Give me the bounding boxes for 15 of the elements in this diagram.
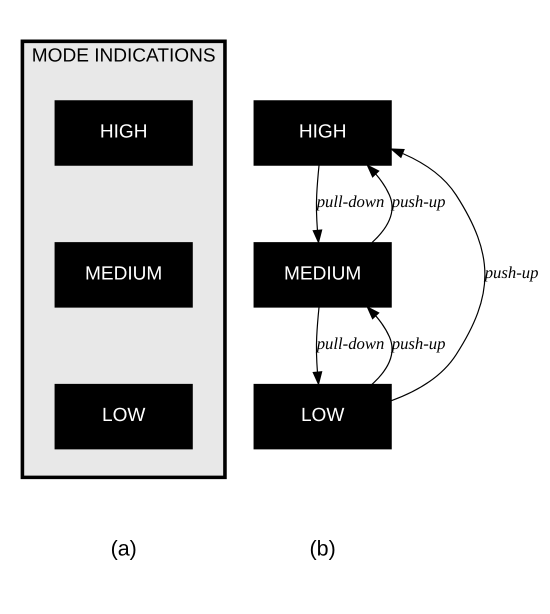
arrow (366, 306, 393, 385)
label: (b) (310, 536, 336, 560)
edge-label: push-up (392, 192, 446, 212)
node-box: MEDIUM (54, 242, 193, 308)
node-box: LOW (54, 384, 193, 450)
arrow (312, 307, 322, 386)
label: (a) (110, 536, 137, 560)
node-box: HIGH (54, 100, 193, 166)
edge-label: push-up (392, 334, 446, 353)
arrow (390, 148, 486, 402)
node-box: LOW (254, 384, 392, 450)
arrow (312, 165, 322, 244)
node-box: MEDIUM (254, 242, 392, 308)
node-box: HIGH (254, 100, 392, 166)
arrow (366, 164, 393, 243)
